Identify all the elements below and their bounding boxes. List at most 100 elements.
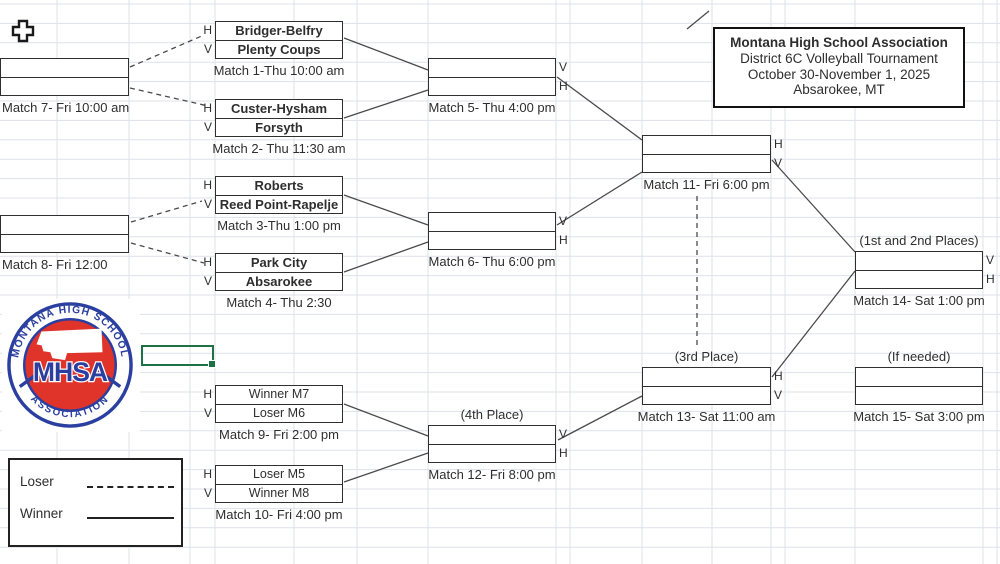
home-visitor-label: H (774, 137, 783, 151)
match-slot[interactable] (856, 385, 982, 405)
match-caption-m5: Match 5- Thu 4:00 pm (428, 100, 556, 115)
home-visitor-label: H (559, 233, 568, 247)
match-caption-m3: Match 3-Thu 1:00 pm (217, 218, 341, 233)
match-box-m15[interactable] (855, 367, 983, 405)
match-slot[interactable] (429, 443, 555, 463)
winner-line (343, 89, 429, 119)
match-box-m13[interactable] (642, 367, 771, 405)
home-visitor-label: V (203, 406, 212, 420)
loser-line-sample (87, 486, 174, 488)
home-visitor-label: V (203, 120, 212, 134)
home-visitor-label: V (203, 274, 212, 288)
home-visitor-label: V (774, 156, 783, 170)
match-caption-m6: Match 6- Thu 6:00 pm (428, 254, 556, 269)
loser-line (129, 34, 205, 68)
match-slot[interactable] (1, 233, 128, 253)
legend-winner-label: Winner (20, 506, 63, 521)
tournament-title-box: Montana High School Association District… (713, 27, 965, 108)
match-slot[interactable]: Plenty Coups (216, 39, 342, 59)
match-caption-m15: Match 15- Sat 3:00 pm (853, 409, 985, 424)
match-slot[interactable]: Roberts (254, 178, 304, 193)
match-slot[interactable] (429, 59, 555, 77)
match-slot[interactable] (429, 213, 555, 231)
loser-line (130, 242, 205, 264)
match-slot[interactable] (856, 368, 982, 386)
match-slot[interactable] (1, 59, 128, 77)
winner-line-sample (87, 517, 174, 519)
match-slot[interactable] (429, 230, 555, 250)
match-caption-m10: Match 10- Fri 4:00 pm (215, 507, 343, 522)
home-visitor-label: H (203, 178, 212, 192)
home-visitor-label: V (559, 214, 568, 228)
match-slot[interactable]: Winner M8 (216, 483, 342, 503)
match-box-m10[interactable]: Loser M5 Winner M8 (215, 465, 343, 503)
winner-line (343, 241, 429, 273)
match-slot[interactable]: Custer-Hysham (230, 101, 328, 116)
match-box-m14[interactable] (855, 251, 983, 289)
home-visitor-label: V (986, 253, 995, 267)
match-slot[interactable] (643, 136, 770, 154)
match-slot[interactable]: Absarokee (216, 271, 342, 291)
match-slot[interactable] (856, 269, 982, 289)
match-slot[interactable]: Reed Point-Rapelje (216, 194, 342, 214)
match-caption-m7: Match 7- Fri 10:00 am (2, 100, 130, 115)
home-visitor-label: V (774, 388, 783, 402)
match-caption-m2: Match 2- Thu 11:30 am (212, 141, 346, 156)
winner-line (343, 37, 429, 71)
loser-line (129, 87, 209, 107)
home-visitor-label: H (774, 369, 783, 383)
match-slot[interactable]: Bridger-Belfry (235, 23, 323, 38)
fill-handle[interactable] (208, 360, 216, 368)
match-box-m6[interactable] (428, 212, 556, 250)
match-slot[interactable] (643, 385, 770, 405)
winner-line (343, 452, 429, 483)
match-slot[interactable]: Winner M7 (248, 387, 310, 401)
logo-acronym: MHSA (33, 357, 108, 387)
active-cell-selection[interactable] (141, 345, 216, 368)
home-visitor-label: V (559, 427, 568, 441)
tournament-name: District 6C Volleyball Tournament (740, 50, 938, 66)
match-box-m9[interactable]: Winner M7 Loser M6 (215, 385, 343, 423)
logo-left-swoosh (18, 369, 43, 389)
tournament-org: Montana High School Association (730, 35, 948, 50)
home-visitor-label: H (986, 272, 995, 286)
match-slot[interactable] (429, 426, 555, 444)
match-box-m12[interactable] (428, 425, 556, 463)
home-visitor-label: H (559, 79, 568, 93)
home-visitor-label: V (203, 42, 212, 56)
match-caption-m1: Match 1-Thu 10:00 am (213, 63, 345, 78)
match-caption-m4: Match 4- Thu 2:30 (226, 295, 332, 310)
winner-line (556, 171, 643, 226)
match-slot[interactable] (1, 216, 128, 234)
placement-note-m14: (1st and 2nd Places) (859, 233, 979, 248)
match-box-m7[interactable] (0, 58, 129, 96)
match-slot[interactable]: Loser M5 (252, 467, 306, 481)
legend-loser-label: Loser (20, 474, 54, 489)
loser-line (130, 200, 203, 223)
match-caption-m12: Match 12- Fri 8:00 pm (428, 467, 556, 482)
match-slot[interactable] (429, 76, 555, 96)
logo-right-swoosh (97, 369, 122, 389)
match-box-m11[interactable] (642, 135, 771, 173)
winner-line (771, 159, 856, 253)
winner-line (343, 194, 429, 226)
match-slot[interactable] (856, 252, 982, 270)
home-visitor-label: V (203, 486, 212, 500)
match-slot[interactable] (643, 368, 770, 386)
cell-cursor-icon (11, 19, 35, 43)
match-slot[interactable]: Park City (250, 255, 308, 270)
winner-line (343, 403, 429, 437)
match-slot[interactable]: Loser M6 (216, 403, 342, 423)
placement-note-m15: (If needed) (887, 349, 951, 364)
match-slot[interactable] (1, 76, 128, 96)
match-slot[interactable]: Forsyth (216, 117, 342, 137)
match-box-m5[interactable] (428, 58, 556, 96)
match-box-m8[interactable] (0, 215, 129, 253)
mhsa-logo: MONTANA HIGH SCHOOL ASSOCIATION MHSA (7, 302, 133, 428)
match-slot[interactable] (643, 153, 770, 173)
home-visitor-label: H (203, 255, 212, 269)
